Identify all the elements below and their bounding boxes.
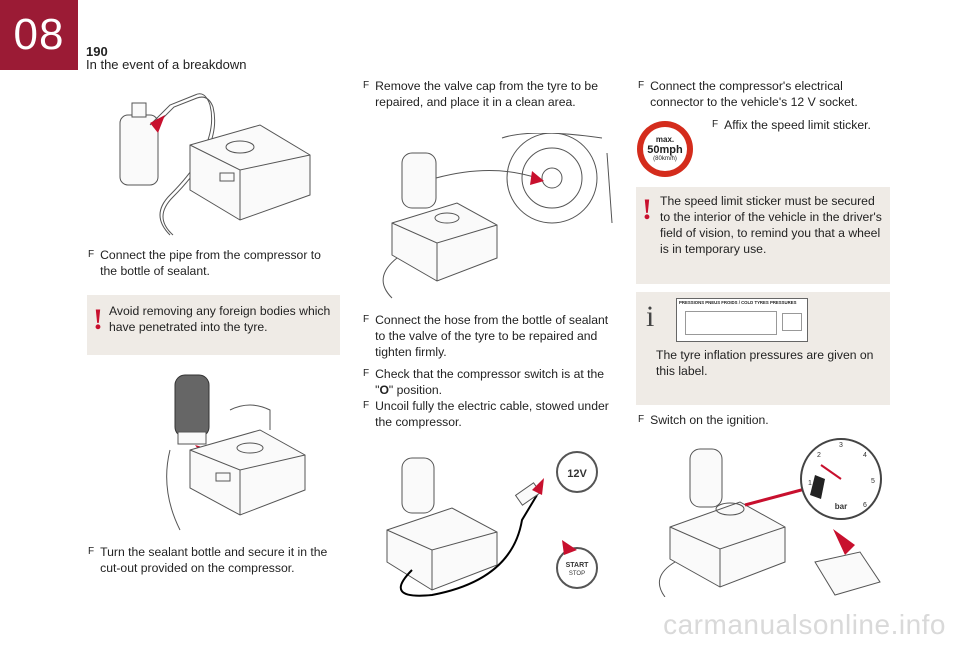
gauge-tick-4: 4 — [863, 452, 867, 459]
section-title: In the event of a breakdown — [86, 57, 247, 72]
gauge-tick-3: 3 — [839, 442, 843, 449]
sealant-bottle-illustration — [166, 374, 306, 531]
warning-icon: ! — [93, 303, 103, 336]
step-remove-valve-cap: F Remove the valve cap from the tyre to … — [363, 78, 613, 110]
electric-cable-illustration: 12V START STOP — [386, 451, 598, 597]
page-number: 190 — [86, 44, 108, 59]
step-text: Remove the valve cap from the tyre to be… — [375, 79, 598, 109]
step-text-prefix: Check that the compressor switch is at t… — [375, 367, 605, 397]
step-connect-hose: F Connect the hose from the bottle of se… — [363, 312, 613, 360]
info-text: The tyre inflation pressures are given o… — [656, 348, 874, 378]
info-icon: i — [646, 300, 655, 333]
warning-text: The speed limit sticker must be secured … — [660, 194, 882, 256]
sticker-max: max. — [655, 135, 675, 144]
sticker-speed: 50mph — [647, 144, 683, 156]
speed-limit-sticker: max. 50mph (80km/h) — [637, 121, 693, 177]
step-text-suffix: " position. — [388, 383, 443, 397]
start-button-label: START — [566, 562, 590, 569]
warning-box-speed-sticker: ! The speed limit sticker must be secure… — [636, 187, 890, 284]
gauge-unit: bar — [835, 502, 847, 511]
bullet-icon: F — [712, 119, 719, 130]
gauge-tick-5: 5 — [871, 478, 875, 485]
compressor-bottle-illustration — [119, 93, 311, 236]
chapter-tab: 08 — [0, 0, 78, 70]
step-connect-12v: F Connect the compressor's electrical co… — [638, 78, 888, 110]
switch-symbol: O — [379, 383, 389, 397]
gauge-tick-6: 6 — [863, 502, 867, 509]
tyre-pressure-label-image: PRESSIONS PNEUS FROIDS / COLD TYRES PRES… — [676, 298, 808, 342]
bullet-icon: F — [638, 414, 645, 425]
bullet-icon: F — [88, 249, 95, 260]
bullet-icon: F — [363, 80, 370, 91]
pressure-gauge-illustration: 1 2 3 4 5 6 bar — [658, 438, 882, 597]
step-switch-ignition: F Switch on the ignition. — [638, 412, 888, 428]
step-text: Turn the sealant bottle and secure it in… — [100, 545, 328, 575]
sticker-kmh: (80km/h) — [653, 156, 677, 162]
bullet-icon: F — [88, 546, 95, 557]
gauge-tick-2: 2 — [817, 452, 821, 459]
gauge-tick-1: 1 — [808, 480, 812, 487]
info-box-tyre-pressure: i PRESSIONS PNEUS FROIDS / COLD TYRES PR… — [636, 292, 890, 405]
step-turn-bottle: F Turn the sealant bottle and secure it … — [88, 544, 338, 576]
step-text: Switch on the ignition. — [650, 413, 769, 427]
step-text: Uncoil fully the electric cable, stowed … — [375, 399, 609, 429]
step-text: Connect the compressor's electrical conn… — [650, 79, 858, 109]
pressure-label-title: PRESSIONS PNEUS FROIDS / COLD TYRES PRES… — [679, 300, 797, 305]
warning-icon: ! — [642, 193, 652, 226]
step-affix-sticker: F Affix the speed limit sticker. — [712, 117, 892, 133]
stop-button-label: STOP — [569, 571, 585, 577]
warning-box-foreign-bodies: ! Avoid removing any foreign bodies whic… — [87, 295, 340, 355]
bullet-icon: F — [363, 314, 370, 325]
bullet-icon: F — [363, 400, 370, 411]
step-text: Connect the hose from the bottle of seal… — [375, 313, 609, 359]
warning-text: Avoid removing any foreign bodies which … — [109, 304, 331, 334]
step-text: Connect the pipe from the compressor to … — [100, 248, 321, 278]
step-uncoil-cable: F Uncoil fully the electric cable, stowe… — [363, 398, 613, 430]
step-check-switch: F Check that the compressor switch is at… — [363, 366, 613, 398]
step-connect-pipe: F Connect the pipe from the compressor t… — [88, 247, 338, 279]
watermark: carmanualsonline.info — [663, 609, 946, 640]
socket-12v-label: 12V — [567, 468, 587, 480]
step-text: Affix the speed limit sticker. — [724, 118, 871, 132]
bullet-icon: F — [638, 80, 645, 91]
step-text: Check that the compressor switch is at t… — [375, 366, 613, 398]
bullet-icon: F — [363, 368, 370, 379]
tyre-valve-illustration — [382, 133, 613, 299]
